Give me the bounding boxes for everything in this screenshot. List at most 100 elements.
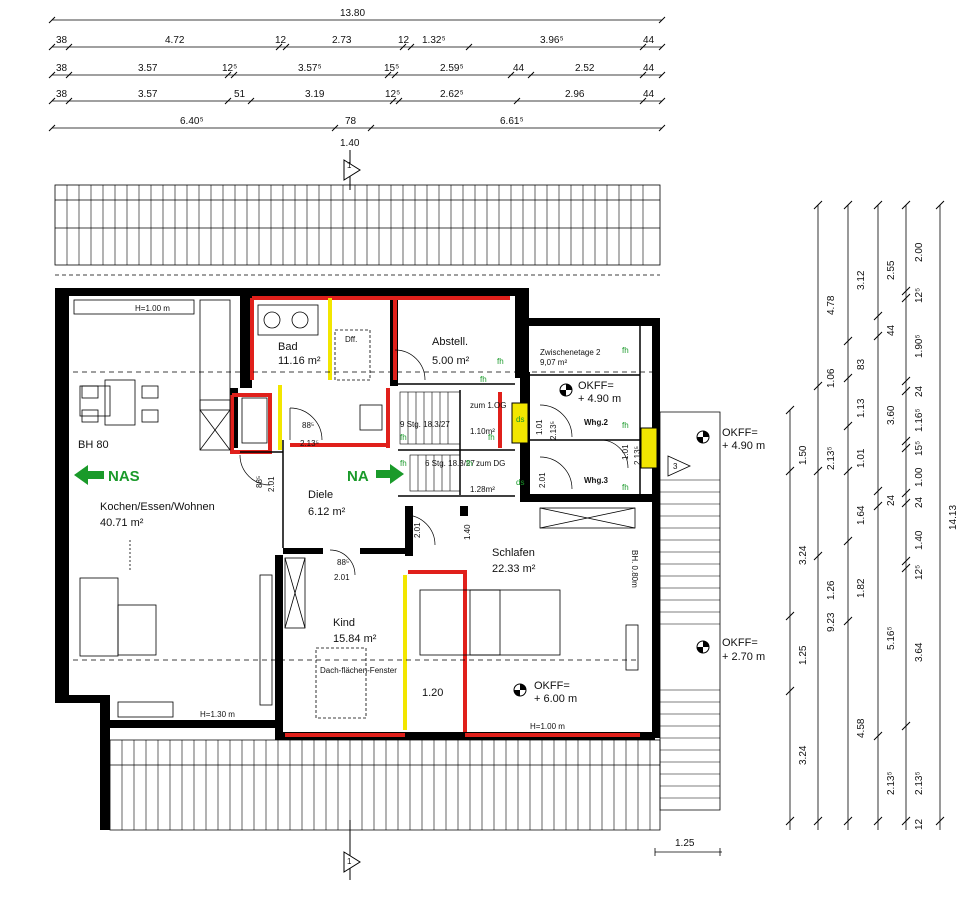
dim-r2-8: 44 [643, 63, 655, 74]
dim-r4-1: 78 [345, 116, 357, 127]
room-kochen-name: Kochen/Essen/Wohnen [100, 501, 215, 513]
label-bh80: BH 80 [78, 439, 109, 451]
label-zum-dg-area: 1.28m² [470, 485, 495, 494]
dim-r3-5: 2.62⁵ [440, 89, 464, 100]
dim-r1-0: 38 [56, 35, 68, 46]
door-swings [239, 349, 629, 576]
fh-6: fh [497, 357, 504, 366]
stair-marker-label: 3 [673, 462, 678, 471]
right-dimension-labels: 1.50 3.24 1.25 3.24 4.78 1.06 2.13⁵ 1.26… [798, 242, 959, 830]
fh-1: fh [480, 375, 487, 384]
dim-c2-3: 1.26 [826, 580, 837, 600]
nas-marker: NAS [74, 465, 140, 485]
roof-bottom [109, 739, 661, 831]
dim-c5-11: 2.13⁵ [914, 771, 925, 795]
dim-c5-3: 24 [914, 385, 925, 397]
okff-marker-4: OKFF= + 6.00 m [513, 680, 577, 705]
na-arrow-icon [376, 464, 404, 484]
ds-2: ds [516, 478, 524, 487]
dim-c5-5: 15⁵ [914, 441, 925, 456]
dim-c3-4: 1.64 [856, 505, 867, 525]
fh-4: fh [400, 459, 407, 468]
okff-marker-1: OKFF= + 4.90 m [559, 380, 621, 405]
interior-walls [240, 326, 641, 548]
dim-r2-2: 12⁵ [222, 63, 237, 74]
okff-4-label: OKFF= [534, 680, 570, 692]
label-dim-213-a: 2.13⁵ [549, 421, 558, 440]
label-zum-og-area: 1.10m² [470, 427, 495, 436]
okff-1-value: + 4.90 m [578, 393, 621, 405]
dim-c1-1: 3.24 [798, 545, 809, 565]
dim-r3-1: 3.57 [138, 89, 158, 100]
dim-c5-0: 2.00 [914, 242, 925, 262]
label-dim-213-c: 2.13⁵ [300, 439, 319, 448]
dim-r3-4: 12⁵ [385, 89, 400, 100]
room-diele-name: Diele [308, 489, 333, 501]
room-schlafen-name: Schlafen [492, 547, 535, 559]
label-dim-213-b: 2.13⁵ [633, 446, 642, 465]
room-abstell-name: Abstell. [432, 336, 468, 348]
dim-c3-1: 83 [856, 358, 867, 370]
label-dim-120: 1.20 [422, 687, 443, 699]
top-dimension-labels: 13.80 38 4.72 12 2.73 12 1.32⁵ 3.96⁵ 44 … [56, 8, 655, 149]
dim-c2-4: 9.23 [826, 612, 837, 632]
room-schlafen-area: 22.33 m² [492, 563, 536, 575]
dim-c5-6: 1.00 [914, 467, 925, 487]
dim-c5-1: 12⁵ [914, 288, 925, 303]
dim-r2-4: 15⁵ [384, 63, 399, 74]
misc-labels: H=1.00 m H=1.30 m H=1.00 m BH 80 BH. 0.8… [78, 304, 642, 731]
label-dim-88-c: 88⁵ [255, 476, 264, 488]
okff-marker-3: OKFF= + 2.70 m [696, 637, 765, 663]
dim-r4-0: 6.40⁵ [180, 116, 204, 127]
dim-c2-1: 1.06 [826, 368, 837, 388]
dim-r5: 1.40 [340, 138, 360, 149]
room-bad-name: Bad [278, 341, 298, 353]
section-label-bottom: 1 [347, 857, 352, 866]
na-label: NA [347, 468, 369, 485]
dim-r1-2: 12 [275, 35, 287, 46]
label-dachflaechen: Dach-flächen-Fenster [320, 666, 397, 675]
dim-c5-7: 24 [914, 496, 925, 508]
room-zwischenetage-name: Zwischenetage 2 [540, 348, 601, 357]
label-h100-bottom: H=1.00 m [530, 722, 565, 731]
dim-c6: 14.13 [948, 505, 959, 530]
fh-9: fh [622, 483, 629, 492]
fh-8: fh [622, 421, 629, 430]
okff-2-value: + 4.90 m [722, 440, 765, 452]
dim-c3-2: 1.13 [856, 398, 867, 418]
dim-c4-3: 24 [886, 494, 897, 506]
dim-r4-2: 6.61⁵ [500, 116, 524, 127]
section-marker-top: 1 [343, 150, 361, 190]
label-dim-201-d: 2.01 [413, 522, 422, 538]
label-h100-top: H=1.00 m [135, 304, 170, 313]
top-dimensions [48, 16, 666, 132]
label-stairs1: 9 Stg. 18.3/27 [400, 420, 450, 429]
dim-c4-1: 44 [886, 324, 897, 336]
dim-c1-3: 3.24 [798, 745, 809, 765]
furniture [73, 299, 639, 719]
dim-c5-12: 12 [914, 818, 925, 830]
dim-r3-3: 3.19 [305, 89, 325, 100]
label-dim-201-a: 2.01 [538, 472, 547, 488]
label-dim-88-a: 88⁵ [302, 421, 314, 430]
dim-c5-8: 1.40 [914, 530, 925, 550]
nas-arrow-icon [74, 465, 104, 485]
dim-c5-2: 1.90⁵ [914, 334, 925, 358]
dim-r2-1: 3.57 [138, 63, 158, 74]
dim-r3-7: 44 [643, 89, 655, 100]
dim-r3-6: 2.96 [565, 89, 585, 100]
dim-c4-5: 2.13⁵ [886, 771, 897, 795]
dim-r2-3: 3.57⁵ [298, 63, 322, 74]
dim-r1-1: 4.72 [165, 35, 185, 46]
label-whg3: Whg.3 [584, 476, 609, 485]
dim-c4-4: 5.16⁵ [886, 626, 897, 650]
na-marker: NA [347, 464, 404, 485]
ds-1: ds [516, 415, 524, 424]
dim-r2-0: 38 [56, 63, 68, 74]
room-abstell-area: 5.00 m² [432, 355, 470, 367]
dim-c4-2: 3.60 [886, 405, 897, 425]
dim-r1-7: 44 [643, 35, 655, 46]
room-zwischenetage-area: 9,07 m² [540, 358, 567, 367]
dim-c4-0: 2.55 [886, 260, 897, 280]
dim-r1-3: 2.73 [332, 35, 352, 46]
